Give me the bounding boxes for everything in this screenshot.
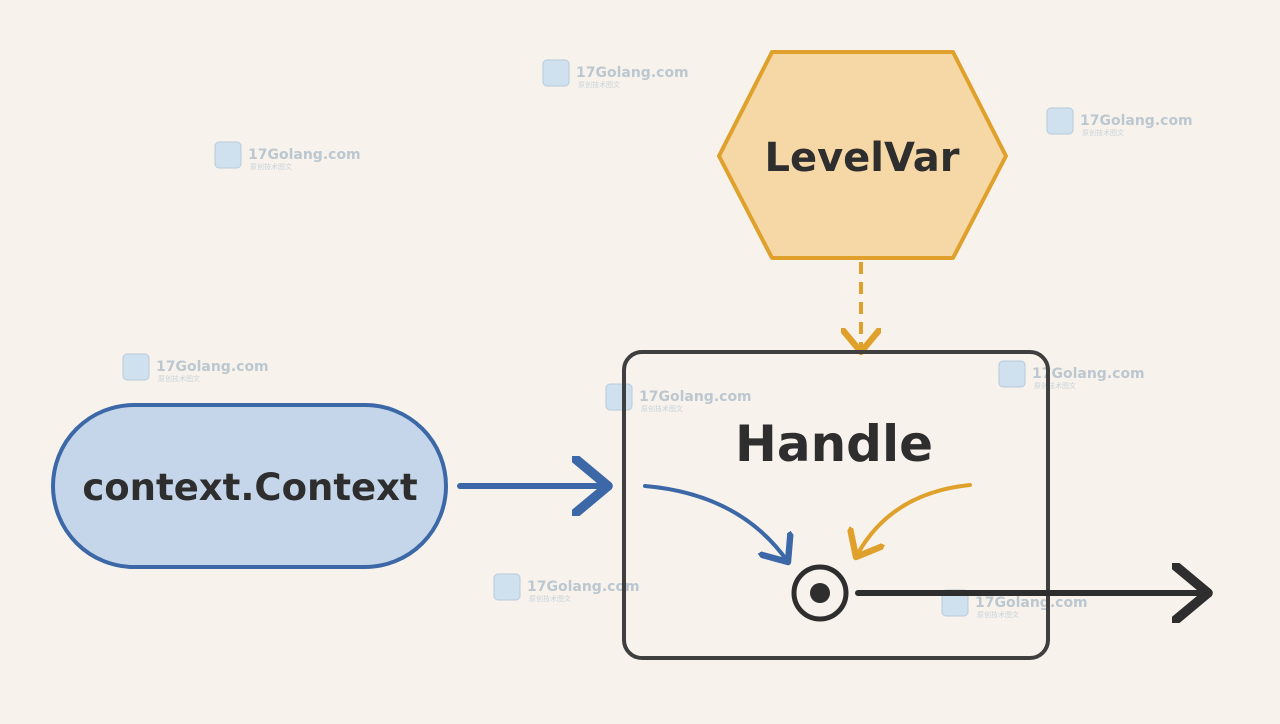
watermark-subtitle: 原创技术图文 xyxy=(529,594,571,603)
watermark-subtitle: 原创技术图文 xyxy=(641,404,683,413)
watermark: 17Golang.com 原创技术图文 xyxy=(605,383,752,413)
watermark-title: 17Golang.com xyxy=(1080,113,1193,129)
context-inner-curve xyxy=(643,484,788,562)
watermark: 17Golang.com 原创技术图文 xyxy=(122,353,269,383)
watermark: 17Golang.com 原创技术图文 xyxy=(1046,107,1193,137)
watermark-subtitle: 原创技术图文 xyxy=(578,80,620,89)
context-node: context.Context xyxy=(51,403,448,569)
levelvar-hexagon xyxy=(717,50,1008,260)
handle-label: Handle xyxy=(735,415,933,473)
levelvar-label: LevelVar xyxy=(764,135,959,181)
watermark-subtitle: 原创技术图文 xyxy=(1034,381,1076,390)
watermark: 17Golang.com 原创技术图文 xyxy=(998,360,1145,390)
watermark: 17Golang.com 原创技术图文 xyxy=(542,59,689,89)
merge-point-icon xyxy=(791,564,849,622)
watermark-logo-icon xyxy=(493,573,521,601)
watermark-logo-icon xyxy=(1046,107,1074,135)
context-pill xyxy=(51,403,448,569)
watermark-title: 17Golang.com xyxy=(639,389,752,405)
watermark-logo-icon xyxy=(122,353,150,381)
watermark-title: 17Golang.com xyxy=(1032,366,1145,382)
watermark-logo-icon xyxy=(542,59,570,87)
watermark-title: 17Golang.com xyxy=(975,595,1088,611)
watermark-title: 17Golang.com xyxy=(527,579,640,595)
watermark-title: 17Golang.com xyxy=(248,147,361,163)
context-label: context.Context xyxy=(82,466,417,509)
watermark-subtitle: 原创技术图文 xyxy=(977,610,1019,619)
watermark: 17Golang.com 原创技术图文 xyxy=(214,141,361,171)
watermark-logo-icon xyxy=(214,141,242,169)
watermark: 17Golang.com 原创技术图文 xyxy=(493,573,640,603)
watermark-subtitle: 原创技术图文 xyxy=(158,374,200,383)
watermark-logo-icon xyxy=(605,383,633,411)
handle-box xyxy=(622,350,1050,660)
watermark-subtitle: 原创技术图文 xyxy=(250,162,292,171)
watermark-logo-icon xyxy=(998,360,1026,388)
watermark-subtitle: 原创技术图文 xyxy=(1082,128,1124,137)
watermark-title: 17Golang.com xyxy=(156,359,269,375)
watermark-layer: 17Golang.com 原创技术图文 17Golang.com 原创技术图文 … xyxy=(122,59,1193,619)
handle-node: Handle xyxy=(622,350,1050,660)
levelvar-inner-curve xyxy=(856,483,972,557)
levelvar-node: LevelVar xyxy=(717,50,1008,260)
watermark-title: 17Golang.com xyxy=(576,65,689,81)
watermark: 17Golang.com 原创技术图文 xyxy=(941,589,1088,619)
